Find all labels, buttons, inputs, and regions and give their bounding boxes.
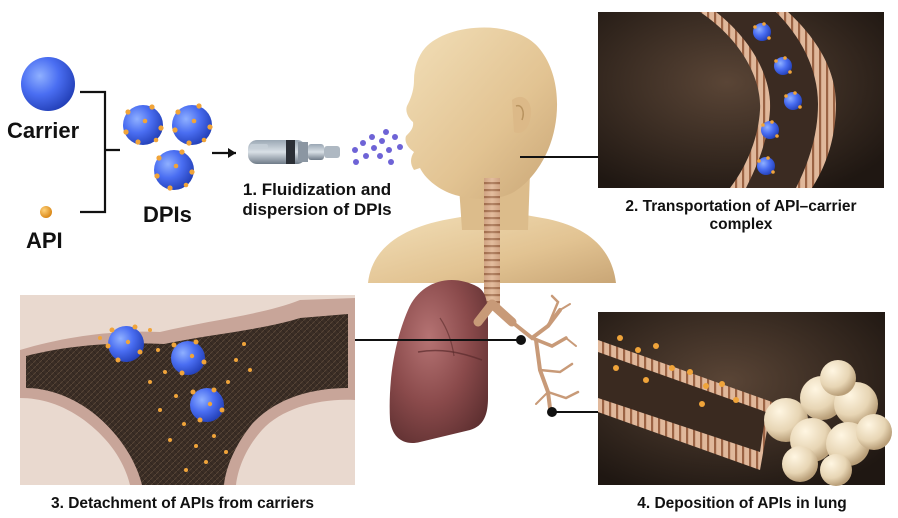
head <box>405 28 557 200</box>
lung-lobe <box>390 280 488 443</box>
dpi-particle <box>154 149 195 190</box>
step-2-label: 2. Transportation of API–carrier complex <box>598 198 884 234</box>
connector-dot <box>516 335 526 345</box>
lung <box>390 280 488 443</box>
api-label: API <box>26 228 63 253</box>
step-1-line-1: 1. Fluidization and <box>227 180 407 200</box>
dispersed-particles <box>352 129 403 165</box>
api-particle <box>40 206 52 218</box>
step-3-label: 3. Detachment of APIs from carriers <box>10 495 355 513</box>
dpi-particle <box>123 104 164 145</box>
dpi-particle <box>172 103 213 145</box>
dpi-cluster <box>123 103 213 190</box>
panel-deposition <box>598 312 892 486</box>
step-4-label: 4. Deposition of APIs in lung <box>598 495 886 513</box>
step-4-line-1: 4. Deposition of APIs in lung <box>598 495 886 513</box>
panel-transportation <box>598 12 884 188</box>
panel-detachment <box>20 295 355 485</box>
step-3-line-1: 3. Detachment of APIs from carriers <box>10 495 355 513</box>
step-1-line-2: dispersion of DPIs <box>227 200 407 220</box>
dpis-label: DPIs <box>143 202 192 227</box>
carrier-label: Carrier <box>7 118 79 143</box>
step-2-line-1: 2. Transportation of API–carrier <box>598 198 884 216</box>
legend-bracket <box>80 92 120 212</box>
trachea <box>484 178 500 306</box>
step-1-label: 1. Fluidization and dispersion of DPIs <box>227 180 407 219</box>
step-2-line-2: complex <box>598 216 884 234</box>
connector-dot <box>547 407 557 417</box>
inhaler-device <box>248 140 340 164</box>
bronchial-tree <box>478 296 578 408</box>
carrier-sphere <box>21 57 75 111</box>
